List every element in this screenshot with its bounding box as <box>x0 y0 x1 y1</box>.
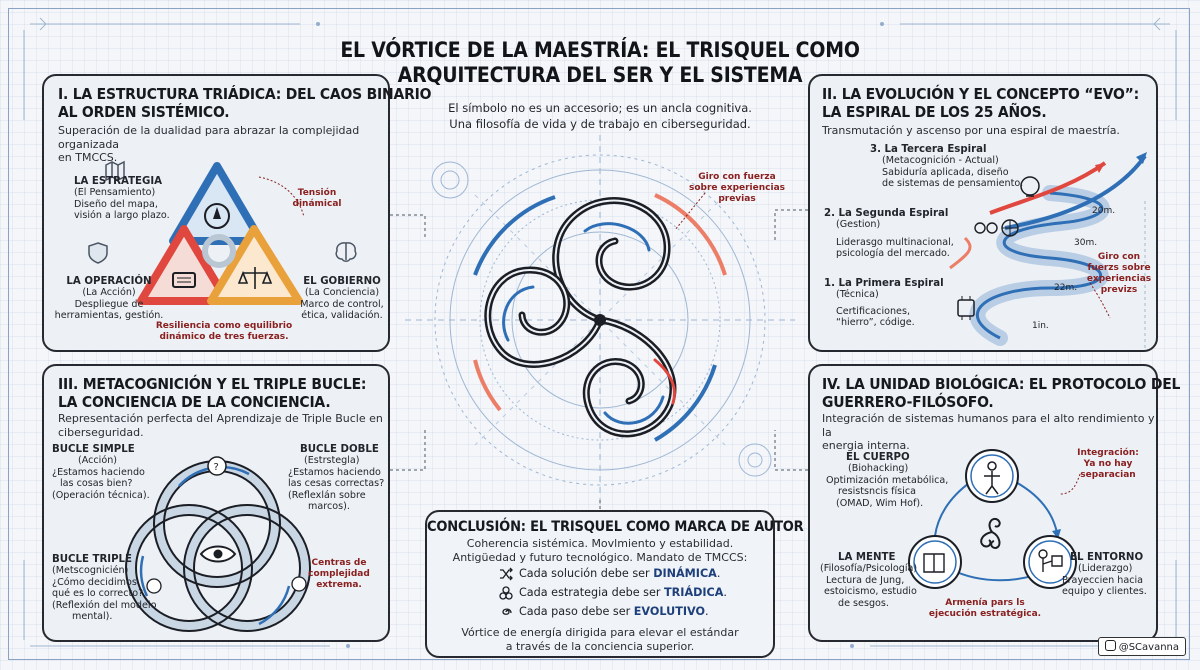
spiral-arrow-red <box>989 161 1107 215</box>
author-handle[interactable]: @SCavanna <box>1097 637 1186 656</box>
panel-evolution-subtitle: Transmutación y ascenso por una espiral … <box>822 124 1120 137</box>
label-first-spiral: 1. La Primera Espiral (Técnica) Certific… <box>824 278 944 329</box>
brain-icon <box>335 242 357 262</box>
bullet-dynamic: Cada solución debe ser DINÁMICA. <box>519 567 721 580</box>
outer-arc-blue <box>473 195 556 276</box>
panel-metacognition-subtitle: Representación perfecta del Aprendizaje … <box>58 412 383 439</box>
spiral-top <box>552 197 671 324</box>
label-mind: LA MENTE (Filosofía/Psicología) Lectura … <box>820 552 918 609</box>
instagram-icon <box>1104 640 1116 651</box>
panel-structure-subtitle: Superación de la dualidad para abrazar l… <box>58 124 360 164</box>
tension-arrow <box>258 176 305 218</box>
unity-cycle <box>908 449 1081 589</box>
label-simple-loop: BUCLE SIMPLE (Acción) ¿Estamos haciendo … <box>52 444 150 501</box>
compass-icon <box>204 203 230 229</box>
harmony-annotation: Armenía pars ls ejecución estratégica. <box>928 598 1042 619</box>
label-third-spiral: 3. La Tercera Espiral (Metacognición - A… <box>870 144 1024 190</box>
panel-conclusion: CONCLUSIÓN: EL TRISQUEL COMO MARCA DE AU… <box>425 510 804 658</box>
label-second-spiral: 2. La Segunda Espiral (Gestion) Liderasg… <box>824 208 954 260</box>
tension-annotation: Tensión dinámical <box>292 188 342 209</box>
outer-arc-blue <box>654 364 717 442</box>
label-environment: EL ENTORNO (Liderazgo) Prayeccien hacia … <box>1062 552 1147 598</box>
tick-30m: 30m. <box>1074 238 1098 248</box>
map-icon <box>105 160 125 182</box>
scales-icon <box>237 267 273 289</box>
label-operacion: LA OPERACIÓN (La Acción) Despliegue de h… <box>54 276 164 322</box>
panel-biological: IV. LA UNIDAD BIOLÓGICA: EL PROTOCOLO DE… <box>808 364 1180 642</box>
chip-icon <box>957 299 975 317</box>
spiral-arrow-blue <box>1004 154 1147 230</box>
conclusion-intro: Coherencia sistémica. Movlmiento y estab… <box>452 537 748 564</box>
integration-annotation: Integración: Ya no hay separacian <box>1077 448 1139 480</box>
main-title: EL VÓRTICE DE LA MAESTRÍA: EL TRISQUEL C… <box>340 38 860 87</box>
bullet-evolutive: Cada paso debe ser EVOLUTIVO. <box>519 605 709 618</box>
triskele-small-icon <box>499 586 513 600</box>
label-triple-loop: BUCLE TRIPLE (Metscognicién) ¿Cómo decid… <box>52 554 157 623</box>
spiral-right <box>582 316 677 438</box>
center-annotation: Giro con fuerza sobre experiencias previ… <box>689 172 785 204</box>
svg-text:?: ? <box>214 462 219 473</box>
tick-22m: 22m. <box>1054 283 1078 293</box>
loop-marker-icon <box>146 578 162 594</box>
triskele-center <box>594 314 606 326</box>
label-estrategia: LA ESTRATEGIA (El Pensamiento) Diseño de… <box>74 176 170 222</box>
outer-arc-coral <box>473 359 502 412</box>
panel-structure: I. LA ESTRUCTURA TRIÁDICA: DEL CAOS BINA… <box>42 74 431 352</box>
shield-icon <box>88 242 108 264</box>
body-icon <box>987 461 997 471</box>
panel-biological-subtitle: Integración de sistemas humanos para el … <box>822 412 1155 452</box>
panel-biological-title: IV. LA UNIDAD BIOLÓGICA: EL PROTOCOLO DE… <box>822 375 1181 411</box>
evolution-spiral <box>949 152 1147 348</box>
question-icon <box>207 456 227 476</box>
complexity-annotation: Centras de complejidad extrema. <box>308 558 370 590</box>
conclusion-title: CONCLUSIÓN: EL TRISQUEL COMO MARCA DE AU… <box>427 519 804 535</box>
panel-metacognition: III. METACOGNICIÓN Y EL TRIPLE BUCLE: LA… <box>42 364 390 642</box>
panel-structure-title: I. LA ESTRUCTURA TRIÁDICA: DEL CAOS BINA… <box>58 85 432 121</box>
blueprint-frame <box>8 8 1190 660</box>
spiral-small-icon <box>502 608 512 615</box>
bullet-triadic: Cada estrategia debe ser TRIÁDICA. <box>519 586 727 599</box>
shuffle-icon <box>500 567 513 581</box>
label-gobierno: EL GOBIERNO (La Conciencia) Marco de con… <box>300 276 384 322</box>
keyboard-icon <box>172 272 196 288</box>
tick-1in: 1in. <box>1032 321 1049 331</box>
outer-arc-coral <box>654 193 727 276</box>
panel-evolution: II. LA EVOLUCIÓN Y EL CONCEPTO “EVO”: LA… <box>808 74 1158 352</box>
loop-marker-icon <box>291 576 307 592</box>
panel-evolution-title: II. LA EVOLUCIÓN Y EL CONCEPTO “EVO”: LA… <box>822 85 1139 121</box>
tagline: El símbolo no es un accesorio; es un anc… <box>448 101 752 131</box>
mind-node <box>908 535 962 589</box>
spiral-left <box>484 266 604 368</box>
panel-metacognition-title: III. METACOGNICIÓN Y EL TRIPLE BUCLE: LA… <box>58 375 367 411</box>
label-body: EL CUERPO (Biohacking) Optimización meta… <box>826 452 949 509</box>
resilience-annotation: Resiliencia como equilibrio dinámico de … <box>155 321 293 342</box>
spiral-annotation: Giro con fuerzs sobre experiencias previ… <box>1086 252 1152 295</box>
triskele-mini-icon <box>980 518 1001 550</box>
lightbulb-icon <box>1020 176 1040 196</box>
label-double-loop: BUCLE DOBLE (Estrstegla) ¿Estamos hacien… <box>288 444 385 513</box>
conclusion-closing: Vórtice de energía dirigida para elevar … <box>461 626 739 653</box>
people-icon <box>974 222 986 234</box>
triangle-government <box>207 225 303 305</box>
book-icon <box>923 553 945 573</box>
triangle-operation <box>137 225 231 305</box>
triad-triangles <box>137 162 303 305</box>
triskele-diagram <box>405 135 795 505</box>
triple-loop-diagram: ? <box>125 456 311 632</box>
tick-20m: 20m. <box>1092 206 1116 216</box>
